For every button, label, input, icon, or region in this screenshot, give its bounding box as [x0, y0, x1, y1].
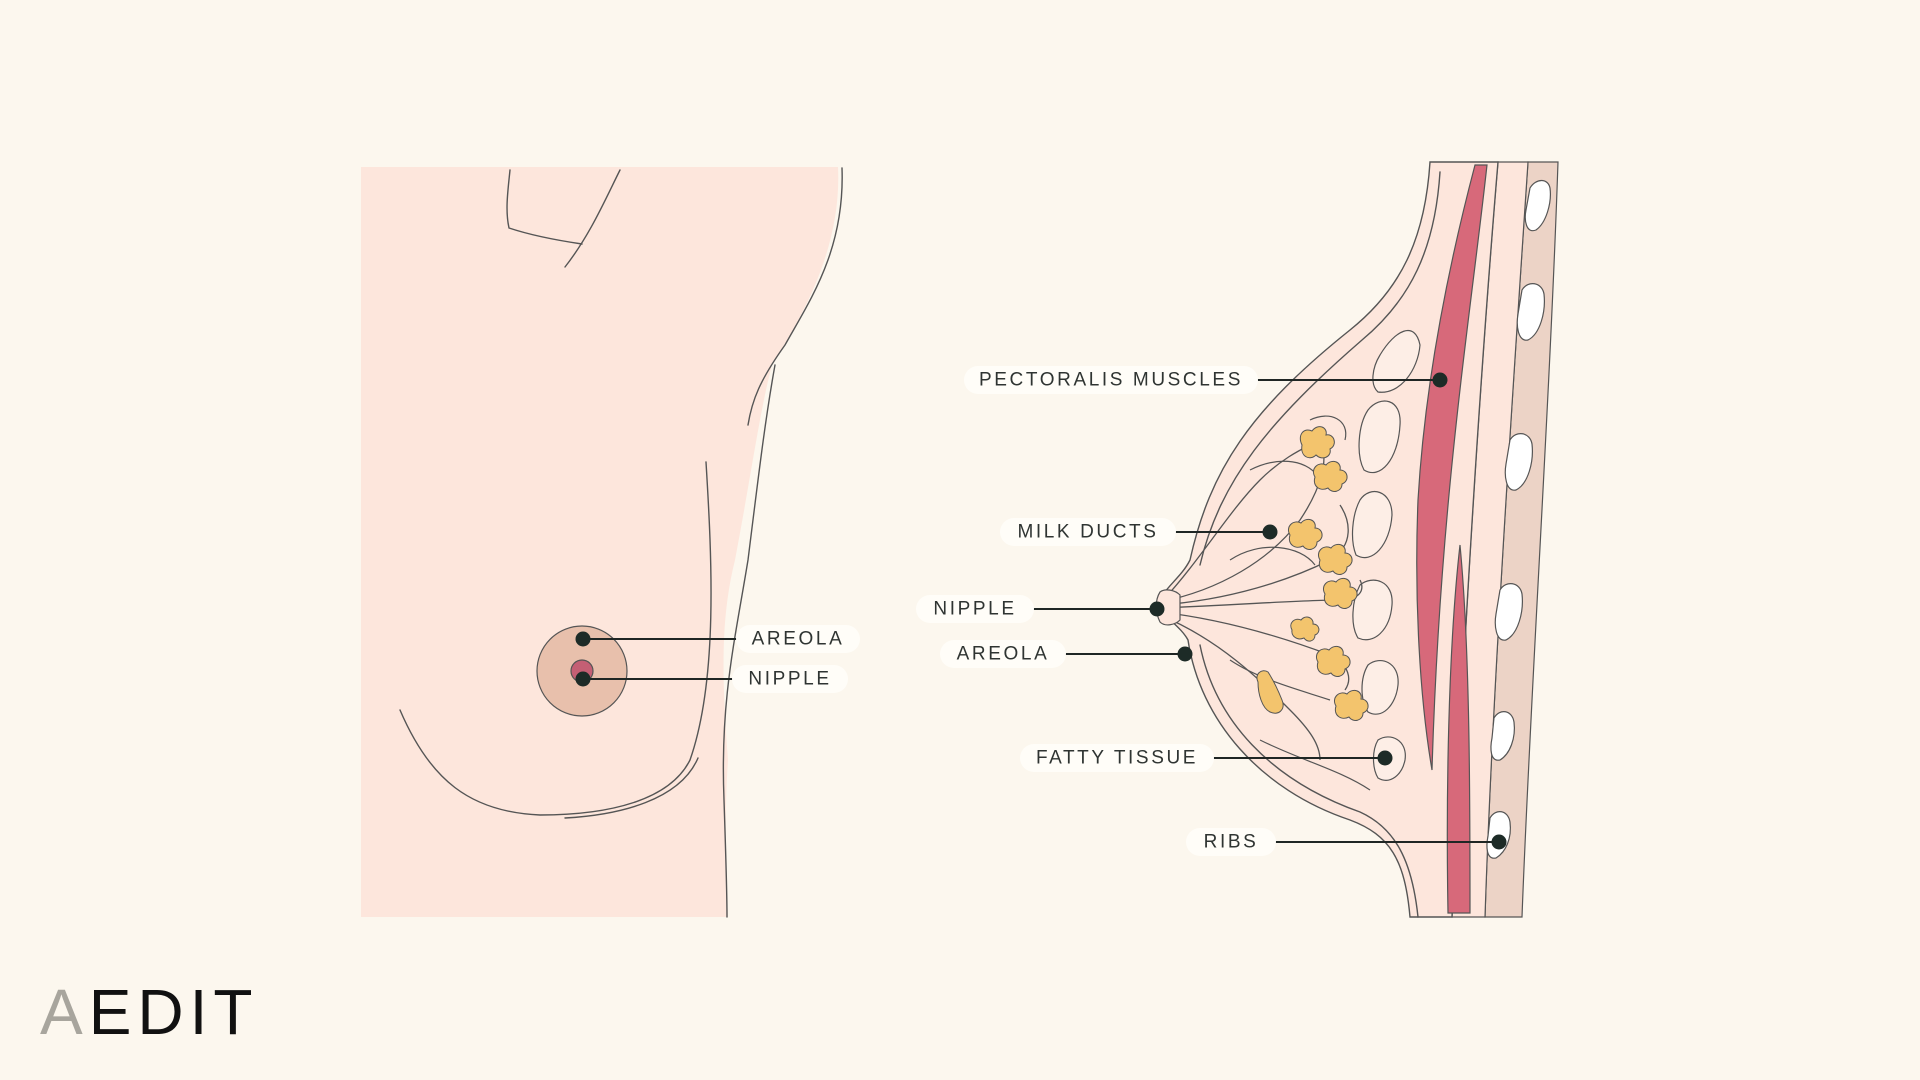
side-nipple-label: NIPPLE: [933, 599, 1016, 620]
rib-3: [1504, 433, 1533, 491]
milk-ducts-label: MILK DUCTS: [1017, 522, 1158, 543]
front-view-illustration: [361, 167, 843, 918]
pectoralis-muscle: [1416, 164, 1488, 771]
side-label-nipple: NIPPLE: [916, 595, 1165, 623]
ribs-label: RIBS: [1204, 832, 1259, 853]
front-side-outline: [747, 167, 843, 426]
side-label-pectoralis: PECTORALIS MUSCLES: [964, 366, 1448, 394]
svg-text:AEDIT: AEDIT: [40, 976, 258, 1048]
side-areola-label: AREOLA: [957, 644, 1050, 665]
front-nipple-label: NIPPLE: [748, 669, 831, 690]
side-inner-contour: [1199, 171, 1441, 566]
side-view-illustration: [1155, 161, 1559, 918]
front-label-areola: AREOLA: [575, 625, 860, 653]
fatty-tissue-label: FATTY TISSUE: [1036, 748, 1198, 769]
front-armpit-outline: [506, 169, 583, 245]
rib-1: [1524, 179, 1551, 232]
rib-5: [1490, 711, 1515, 761]
side-label-milk-ducts: MILK DUCTS: [1000, 518, 1278, 546]
side-label-ribs: RIBS: [1186, 828, 1507, 856]
fat-lobules: [1256, 426, 1369, 721]
front-label-nipple: NIPPLE: [575, 665, 848, 693]
front-areola-label: AREOLA: [752, 629, 845, 650]
side-label-areola: AREOLA: [940, 640, 1193, 668]
front-side-lower-outline: [722, 364, 776, 918]
logo-letters-edit: EDIT: [89, 976, 259, 1048]
rib-2: [1516, 283, 1545, 341]
front-breast-outline: [399, 461, 712, 816]
fatty-tissue-compartments: [1229, 330, 1421, 791]
front-torso-skin: [361, 167, 839, 917]
side-label-fatty-tissue: FATTY TISSUE: [1020, 744, 1393, 772]
front-shoulder-curve: [564, 169, 621, 268]
pectoralis-muscles-label: PECTORALIS MUSCLES: [979, 370, 1243, 391]
side-lower-contour: [1199, 644, 1419, 918]
rib-4: [1494, 583, 1523, 641]
logo-letter-a: A: [40, 976, 89, 1048]
aedit-logo: AEDIT: [40, 976, 258, 1048]
pectoralis-lower-muscle: [1446, 544, 1471, 914]
front-breast-fold: [564, 757, 699, 819]
